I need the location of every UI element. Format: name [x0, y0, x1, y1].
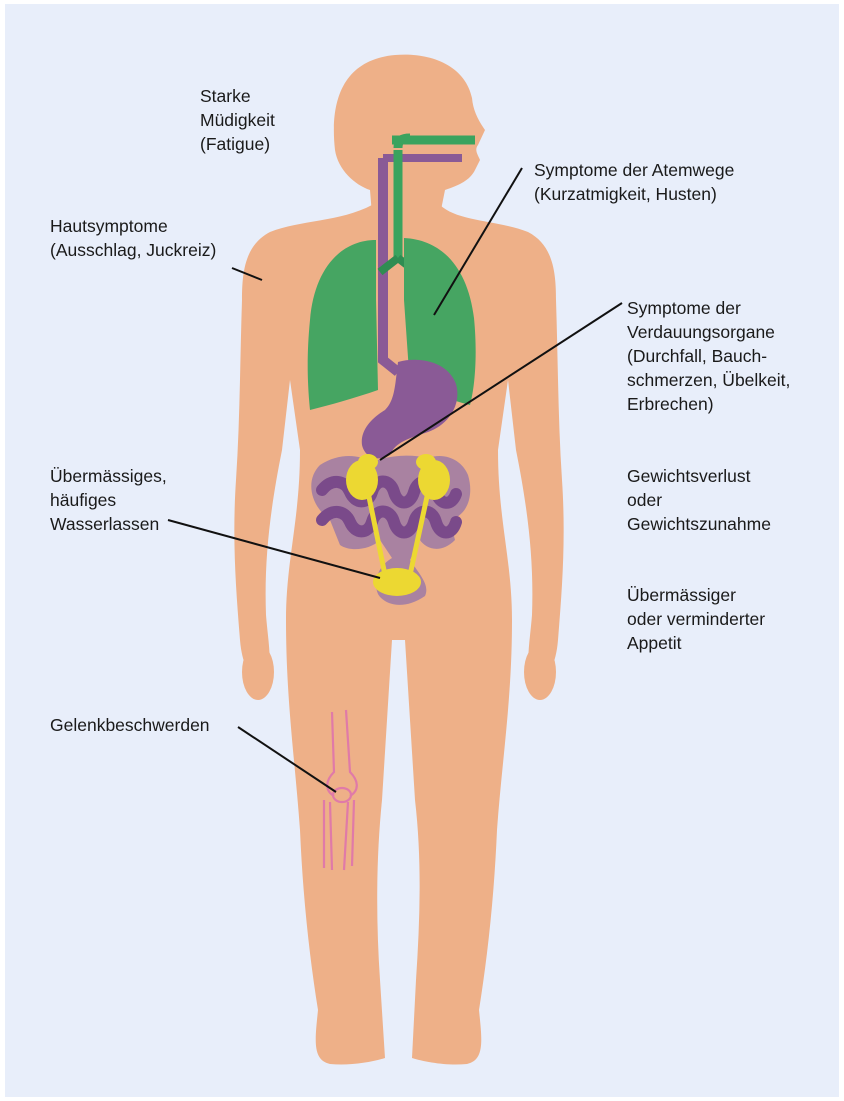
left-hand: [242, 644, 274, 700]
right-hand: [524, 644, 556, 700]
label-joints: Gelenkbeschwerden: [50, 713, 210, 737]
bladder: [373, 568, 421, 596]
label-digestive: Symptome der Verdauungsorgane (Durchfall…: [627, 296, 790, 416]
torso-arms: [234, 205, 563, 1065]
label-appetite: Übermässiger oder verminderter Appetit: [627, 583, 765, 655]
left-adrenal: [358, 454, 378, 470]
right-adrenal: [416, 454, 436, 470]
label-skin: Hautsymptome (Ausschlag, Juckreiz): [50, 214, 216, 262]
label-weight: Gewichtsverlust oder Gewichtszunahme: [627, 464, 771, 536]
label-urination: Übermässiges, häufiges Wasserlassen: [50, 464, 167, 536]
label-respiratory: Symptome der Atemwege (Kurzatmigkeit, Hu…: [534, 158, 734, 206]
label-fatigue: Starke Müdigkeit (Fatigue): [200, 84, 275, 156]
